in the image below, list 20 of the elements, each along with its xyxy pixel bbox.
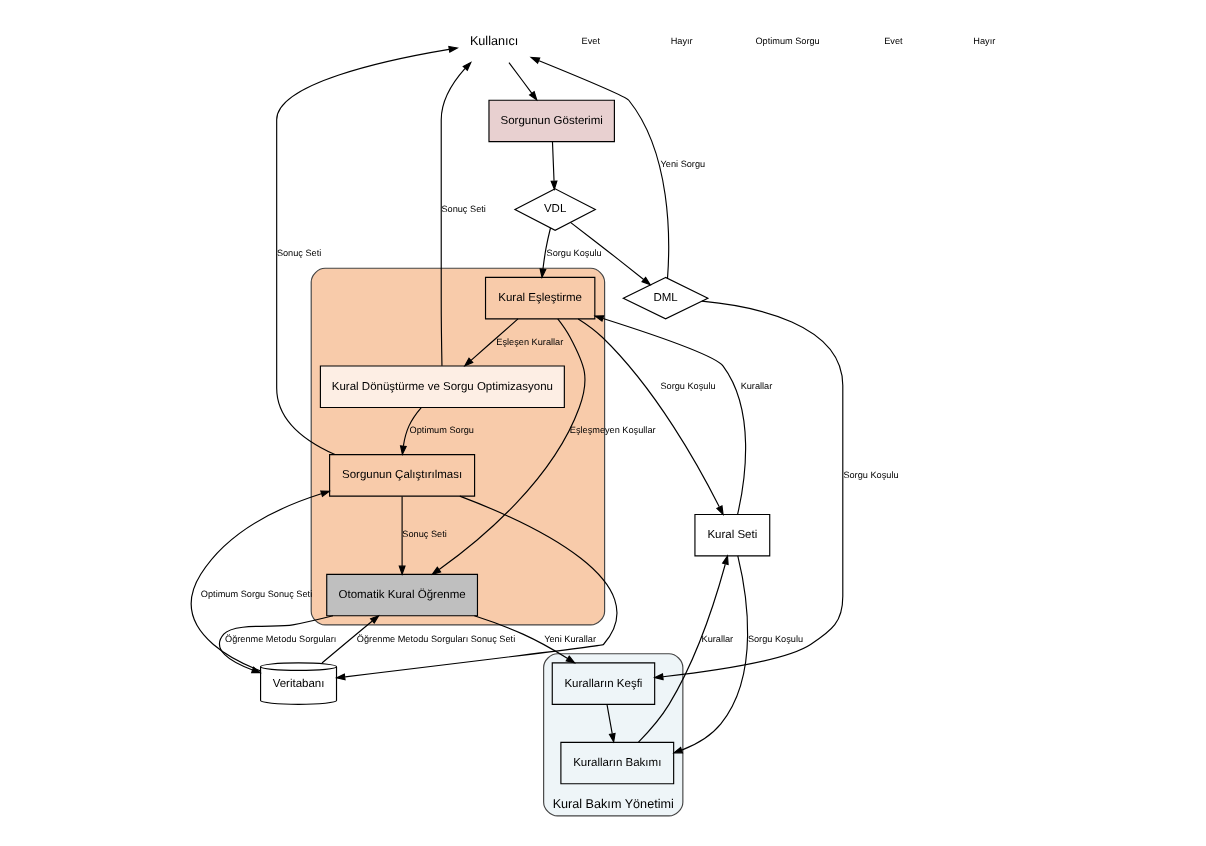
- arrow: [593, 315, 747, 515]
- arrow: [463, 318, 519, 367]
- arrow: [529, 56, 670, 279]
- arrow: [672, 555, 749, 754]
- arrow: [550, 141, 558, 191]
- arrow: [399, 407, 422, 456]
- arrow: [606, 704, 616, 744]
- arrow: [570, 222, 652, 286]
- arrow: [637, 554, 729, 743]
- arrow: [577, 318, 724, 516]
- arrow: [473, 615, 576, 664]
- arrow: [508, 62, 538, 102]
- arrow: [398, 495, 406, 576]
- arrow: [321, 614, 380, 664]
- arrow: [653, 300, 844, 681]
- arrow: [334, 495, 618, 681]
- arrow: [440, 61, 472, 367]
- arrow: [539, 227, 552, 279]
- arrow: [276, 45, 459, 456]
- arrow: [430, 318, 586, 576]
